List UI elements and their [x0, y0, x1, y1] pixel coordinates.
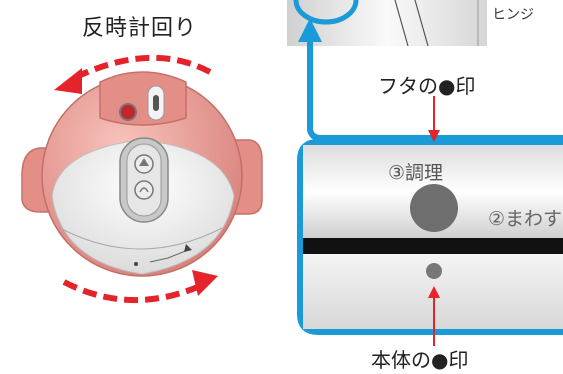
curved-arrow-ccw-icon [68, 54, 212, 83]
hinge-label: ヒンジ [492, 7, 534, 23]
lid-mark-indicator [428, 96, 440, 142]
body-mark-label: 本体の●印 [371, 348, 469, 372]
zoom-callout-frame [293, 0, 563, 141]
step-cook-label: ③調理 [388, 162, 444, 184]
lid-dot-mark [410, 184, 458, 232]
body-dot-mark [426, 263, 442, 279]
curved-arrow-cw-icon [62, 279, 202, 304]
lid-mark-label: フタの●印 [378, 74, 476, 98]
body-mark-indicator [428, 286, 440, 346]
counterclockwise-label: 反時計回り [82, 16, 198, 41]
pressure-cooker [21, 71, 263, 277]
pointer-arrow-icon [298, 18, 322, 42]
step-turn-label: ②まわす [488, 208, 563, 230]
steam-icon [134, 180, 154, 200]
